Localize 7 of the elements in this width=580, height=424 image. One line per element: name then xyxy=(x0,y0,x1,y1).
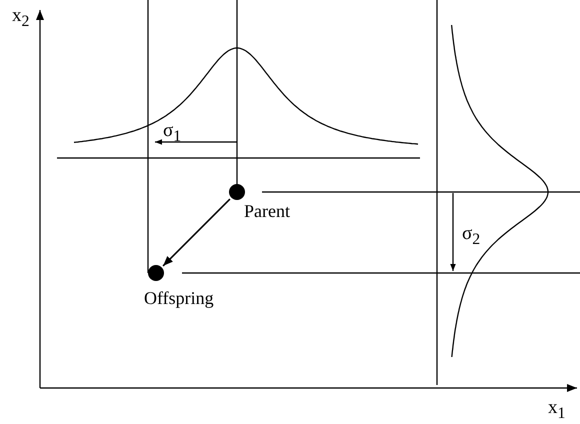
axis-label: x$_{2}$ xyxy=(12,6,30,30)
sigma-label: σ$_{2}$ xyxy=(462,224,480,248)
sigma-label: σ$_{1}$ xyxy=(163,121,182,145)
axis-label: x$_{1}$ xyxy=(548,398,566,422)
arrow xyxy=(162,198,230,266)
point-label: Offspring xyxy=(144,289,214,307)
point-label: Parent xyxy=(244,202,290,220)
